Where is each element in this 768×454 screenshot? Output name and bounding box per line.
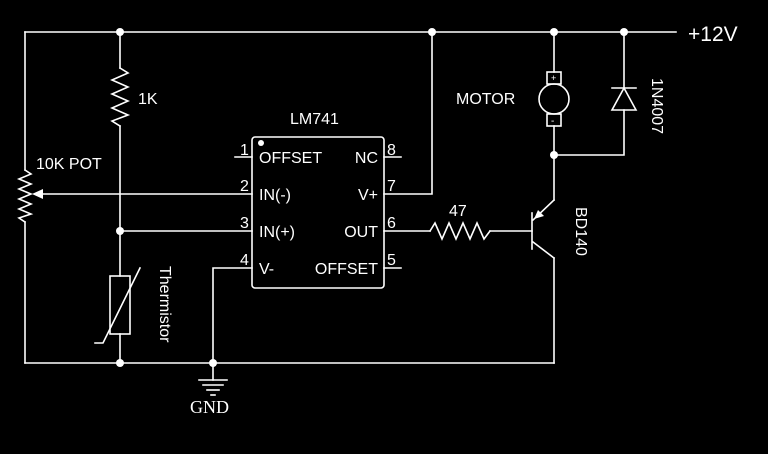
pin-number-7: 7 [387,178,396,195]
pin7-wire [383,31,433,195]
pin-label-2: IN(-) [259,187,291,204]
pin-number-5: 5 [387,252,396,269]
junction-dot [428,28,436,36]
resistor-1k-icon [110,66,131,128]
resistor-47: 47 [428,203,492,241]
pin-label-8: NC [355,150,378,167]
potentiometer-icon [16,168,34,224]
wires [24,31,677,381]
pin4-wire [212,267,253,381]
ground-label: GND [190,397,229,417]
junction-dot [116,227,124,235]
pin-label-4: V- [259,261,274,278]
ground-symbol: GND [190,379,229,417]
thermistor-icon [109,275,131,335]
svg-text:-: - [551,116,554,127]
potentiometer: 10K POT [16,156,102,224]
diode-1n4007: 1N4007 [610,78,665,134]
junction-dot [116,359,124,367]
junctions [116,28,628,367]
pin-label-1: OFFSET [259,150,322,167]
motor: + - MOTOR [456,71,570,127]
motor-icon [538,83,570,115]
pin-label-3: IN(+) [259,224,295,241]
pin-label-6: OUT [344,224,378,241]
pin-number-8: 8 [387,142,396,159]
svg-text:+: + [551,73,556,83]
junction-dot [116,28,124,36]
transistor-collector [531,240,556,260]
ic-name: LM741 [290,111,339,128]
thermistor: Thermistor [94,266,173,344]
resistor-47-icon [428,221,492,241]
resistor-1k: 1K [110,66,158,128]
junction-dot [209,359,217,367]
pin-number-2: 2 [240,178,249,195]
pin-number-1: 1 [240,142,249,159]
supply-label: +12V [688,23,738,46]
resistor-47-label: 47 [449,203,467,220]
junction-dot [550,28,558,36]
pin-number-6: 6 [387,215,396,232]
transistor-label: BD140 [572,207,589,256]
ic-lm741: LM741 1 2 3 4 8 7 6 5 OFFSET IN(-) IN(+)… [234,111,402,289]
pin1-marker-icon [258,140,264,146]
ic-body [251,136,385,289]
motor-label: MOTOR [456,91,515,108]
pin-number-4: 4 [240,252,249,269]
emitter-arrow-icon [534,210,544,219]
pin-number-3: 3 [240,215,249,232]
potentiometer-label: 10K POT [36,156,102,173]
diode-bottom-wire [553,109,625,156]
junction-dot [550,151,558,159]
resistor-1k-label: 1K [138,91,158,108]
junction-dot [620,28,628,36]
transistor-bd140: BD140 [531,198,589,260]
diode-label: 1N4007 [648,78,665,134]
pin-label-7: V+ [358,187,378,204]
thermistor-slash [94,266,142,344]
diode-triangle [610,86,638,111]
thermistor-label: Thermistor [156,266,173,343]
pin-label-5: OFFSET [315,261,378,278]
wiper-arrowhead [32,189,43,199]
